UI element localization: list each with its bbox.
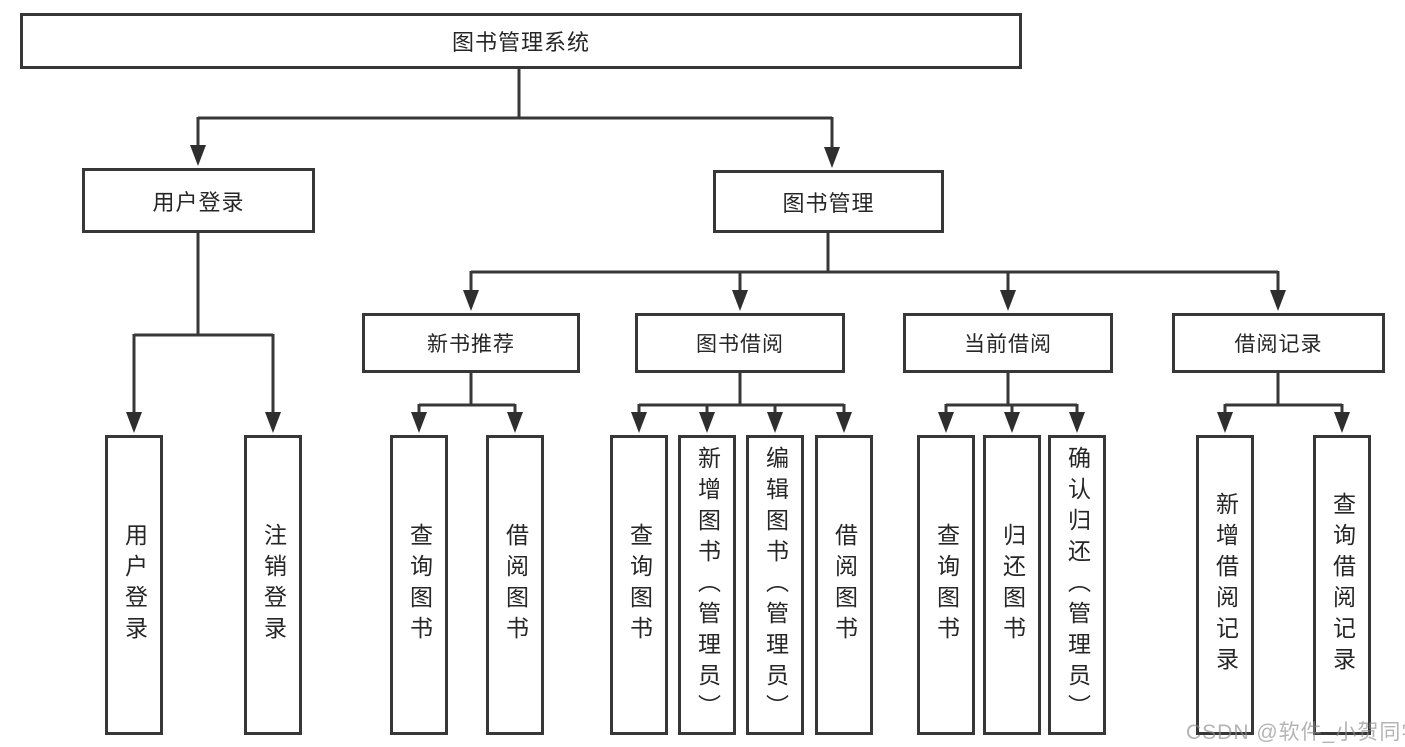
leaf-query-borrow-record: 查询借阅记录 — [1313, 435, 1371, 735]
node-label: 归还图书 — [999, 523, 1026, 647]
node-label: 当前借阅 — [964, 333, 1052, 356]
node-label: 新增借阅记录 — [1212, 492, 1239, 678]
leaf-query-books-borrow: 查询图书 — [610, 435, 668, 735]
node-user-login: 用户登录 — [82, 168, 315, 233]
leaf-user-login: 用户登录 — [105, 435, 163, 735]
node-label: 用户登录 — [152, 189, 245, 215]
node-label: 新书推荐 — [427, 333, 515, 356]
node-label: 新增图书（管理员） — [694, 445, 721, 725]
node-label: 查询图书 — [626, 523, 653, 647]
leaf-borrow-books-recommend: 借阅图书 — [486, 435, 544, 735]
node-label: 查询图书 — [933, 523, 960, 647]
leaf-return-books: 归还图书 — [983, 435, 1041, 735]
leaf-query-books-recommend: 查询图书 — [390, 435, 448, 735]
node-new-book-recommend: 新书推荐 — [362, 313, 580, 373]
node-book-borrow: 图书借阅 — [635, 313, 845, 373]
node-label: 图书管理系统 — [451, 30, 590, 55]
node-label: 注销登录 — [260, 523, 287, 647]
node-borrow-records: 借阅记录 — [1172, 313, 1385, 373]
leaf-edit-book-admin: 编辑图书（管理员） — [746, 435, 804, 735]
arrowheads — [126, 145, 1350, 433]
node-label: 查询图书 — [406, 523, 433, 647]
node-label: 编辑图书（管理员） — [762, 445, 789, 725]
node-current-borrow: 当前借阅 — [903, 313, 1113, 373]
node-label: 图书借阅 — [696, 333, 784, 356]
node-library-system: 图书管理系统 — [20, 13, 1022, 69]
node-book-management: 图书管理 — [713, 170, 944, 233]
csdn-watermark: CSDN @软件_小贺同学 — [1186, 721, 1405, 744]
leaf-query-books-current: 查询图书 — [917, 435, 975, 735]
leaf-borrow-books: 借阅图书 — [815, 435, 873, 735]
node-label: 借阅图书 — [831, 523, 858, 647]
node-label: 借阅记录 — [1234, 333, 1323, 356]
node-label: 确认归还（管理员） — [1064, 445, 1091, 725]
node-label: 借阅图书 — [502, 523, 529, 647]
node-label: 用户登录 — [121, 523, 148, 647]
node-label: 图书管理 — [782, 190, 875, 216]
node-label: 查询借阅记录 — [1329, 492, 1356, 678]
leaf-add-book-admin: 新增图书（管理员） — [678, 435, 736, 735]
leaf-add-borrow-record: 新增借阅记录 — [1196, 435, 1254, 735]
leaf-logout: 注销登录 — [244, 435, 302, 735]
leaf-confirm-return-admin: 确认归还（管理员） — [1048, 435, 1106, 735]
